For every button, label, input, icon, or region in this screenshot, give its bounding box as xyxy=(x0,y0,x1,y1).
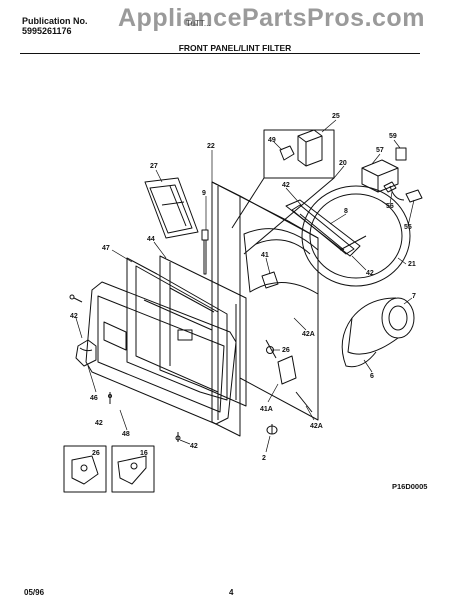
callout-labels: 25 49 59 22 57 20 27 9 42 8 56 55 44 47 … xyxy=(70,113,416,462)
leader-lines xyxy=(75,119,415,453)
callout-25: 25 xyxy=(332,113,340,120)
callout-42-top: 42 xyxy=(282,182,290,189)
header-rule xyxy=(20,53,420,54)
callout-42a-bottom: 42A xyxy=(310,423,323,430)
drawing-code: P16D0005 xyxy=(392,482,428,491)
publication-number: 5995261176 xyxy=(22,26,72,36)
callout-46: 46 xyxy=(90,395,98,402)
watermark: AppliancePartsPros.com xyxy=(118,4,425,32)
callout-42-right: 42 xyxy=(366,270,374,277)
callout-26: 26 xyxy=(282,347,290,354)
section-title: FRONT PANEL/LINT FILTER xyxy=(178,43,292,53)
callout-48: 48 xyxy=(122,431,130,438)
door-switch-assembly xyxy=(361,147,423,203)
callout-47: 47 xyxy=(102,245,110,252)
inner-panel xyxy=(159,255,247,407)
callout-42-bottom: 42 xyxy=(190,443,198,450)
exhaust-duct xyxy=(341,297,415,368)
screws xyxy=(69,294,181,442)
callout-7: 7 xyxy=(412,293,416,300)
lint-duct xyxy=(285,199,367,257)
callout-9: 9 xyxy=(202,190,206,197)
callout-41a: 41A xyxy=(260,406,273,413)
model-text: TuTT... xyxy=(186,19,211,28)
callout-49: 49 xyxy=(268,137,276,144)
callout-27: 27 xyxy=(150,163,158,170)
callout-26-box: 26 xyxy=(92,450,100,457)
callout-16-box: 16 xyxy=(140,450,148,457)
callout-2: 2 xyxy=(262,455,266,462)
callout-8: 8 xyxy=(344,208,348,215)
door-latch xyxy=(75,339,97,367)
callout-42a-mid: 42A xyxy=(302,331,315,338)
drum-seal-ring xyxy=(301,185,411,287)
callout-21: 21 xyxy=(408,261,416,268)
callout-57: 57 xyxy=(376,147,384,154)
callout-42-left: 42 xyxy=(70,313,78,320)
callout-55: 55 xyxy=(404,224,412,231)
publication-label: Publication No. xyxy=(22,16,88,26)
footer-date: 05/96 xyxy=(24,588,45,597)
lint-filter xyxy=(144,177,199,239)
door xyxy=(85,281,237,425)
callout-42-door: 42 xyxy=(95,420,103,427)
drum-opening xyxy=(243,228,319,295)
callout-59: 59 xyxy=(389,133,397,140)
footer-page-number: 4 xyxy=(229,588,234,597)
callout-44: 44 xyxy=(147,236,155,243)
callout-41: 41 xyxy=(261,252,269,259)
inset-detail-box xyxy=(231,129,335,255)
callout-6: 6 xyxy=(370,373,374,380)
detail-box-26 xyxy=(63,445,107,493)
detail-box-16 xyxy=(111,445,155,493)
callout-20: 20 xyxy=(339,160,347,167)
callout-22: 22 xyxy=(207,143,215,150)
callout-56: 56 xyxy=(386,203,394,210)
